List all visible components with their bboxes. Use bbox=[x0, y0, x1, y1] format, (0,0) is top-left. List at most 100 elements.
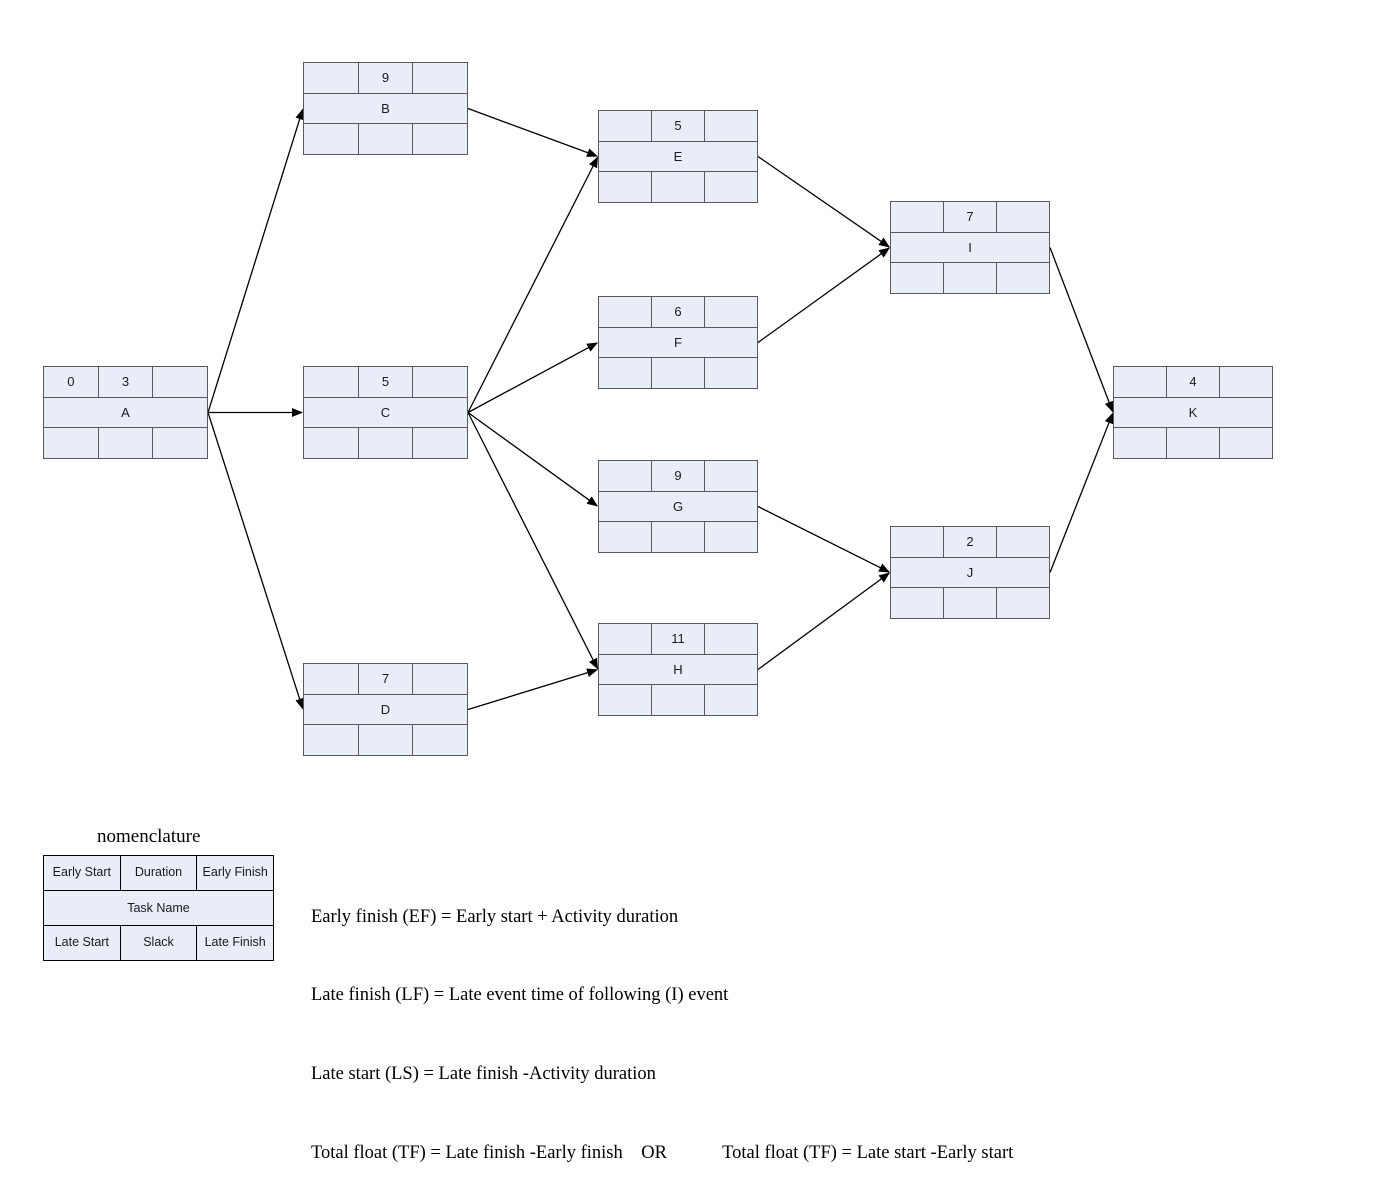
node-row-top: 6 bbox=[599, 297, 757, 328]
edge-g-to-j bbox=[757, 505, 891, 573]
early-start-cell-g bbox=[599, 461, 652, 491]
early-finish-cell-i bbox=[997, 202, 1049, 232]
legend-late-start: Late Start bbox=[44, 926, 121, 960]
late-start-cell-j bbox=[891, 588, 944, 619]
task-name-cell-b: B bbox=[381, 101, 390, 116]
edge-c-to-f bbox=[467, 342, 598, 414]
edge-e-to-i bbox=[757, 155, 891, 248]
node-row-top: 5 bbox=[599, 111, 757, 142]
node-row-top: 5 bbox=[304, 367, 467, 398]
task-name-cell-g: G bbox=[672, 499, 684, 514]
duration-cell-b: 9 bbox=[359, 63, 414, 93]
late-finish-cell-c bbox=[413, 428, 467, 458]
node-row-top: 9 bbox=[304, 63, 467, 94]
late-finish-cell-f bbox=[705, 358, 757, 388]
early-finish-cell-j bbox=[997, 527, 1049, 557]
edge-b-to-e bbox=[467, 107, 598, 157]
duration-cell-e: 5 bbox=[652, 111, 705, 141]
edge-a-to-d bbox=[207, 412, 304, 710]
early-finish-cell-f bbox=[705, 297, 757, 327]
node-row-name: A bbox=[44, 398, 207, 429]
early-finish-cell-c bbox=[413, 367, 467, 397]
late-start-cell-c bbox=[304, 428, 359, 459]
node-row-name: I bbox=[891, 233, 1049, 264]
node-row-bottom bbox=[599, 172, 757, 203]
nomenclature-legend-table: Early Start Duration Early Finish Task N… bbox=[43, 855, 274, 961]
task-name-cell-d: D bbox=[380, 702, 391, 717]
node-row-name: E bbox=[599, 142, 757, 173]
edge-i-to-k bbox=[1049, 247, 1114, 413]
legend-row-top: Early Start Duration Early Finish bbox=[44, 856, 273, 891]
node-row-top: 11 bbox=[599, 624, 757, 655]
node-row-top: 9 bbox=[599, 461, 757, 492]
legend-early-finish: Early Finish bbox=[202, 865, 268, 880]
edge-a-to-b bbox=[207, 108, 305, 413]
edge-f-to-i bbox=[757, 247, 891, 344]
node-row-top: 4 bbox=[1114, 367, 1272, 398]
formula-late-start: Late start (LS) = Late finish -Activity … bbox=[311, 1064, 656, 1085]
slack-cell-b bbox=[359, 124, 414, 155]
late-finish-cell-k bbox=[1220, 428, 1272, 458]
duration-cell-i: 7 bbox=[944, 202, 997, 232]
legend-row-mid: Task Name bbox=[44, 891, 273, 926]
early-finish-cell-k bbox=[1220, 367, 1272, 397]
edge-c-to-g bbox=[467, 411, 598, 507]
late-start-cell-i bbox=[891, 263, 944, 294]
slack-cell-g bbox=[652, 522, 705, 553]
late-finish-cell-b bbox=[413, 124, 467, 154]
late-finish-cell-j bbox=[997, 588, 1049, 618]
formula-early-finish: Early finish (EF) = Early start + Activi… bbox=[311, 906, 679, 927]
node-row-name: D bbox=[304, 695, 467, 726]
early-finish-cell-a bbox=[153, 367, 207, 397]
formula-late-finish: Late finish (LF) = Late event time of fo… bbox=[311, 985, 729, 1006]
node-row-bottom bbox=[44, 428, 207, 459]
task-name-cell-a: A bbox=[121, 405, 130, 420]
late-finish-cell-i bbox=[997, 263, 1049, 293]
slack-cell-i bbox=[944, 263, 997, 294]
node-row-bottom bbox=[304, 124, 467, 155]
duration-cell-f: 6 bbox=[652, 297, 705, 327]
node-row-bottom bbox=[304, 725, 467, 756]
late-start-cell-d bbox=[304, 725, 359, 756]
late-start-cell-h bbox=[599, 685, 652, 716]
early-finish-cell-b bbox=[413, 63, 467, 93]
legend-task-name: Task Name bbox=[127, 901, 190, 915]
early-finish-cell-h bbox=[705, 624, 757, 654]
duration-cell-d: 7 bbox=[359, 664, 414, 694]
node-row-name: B bbox=[304, 94, 467, 125]
edge-j-to-k bbox=[1049, 412, 1114, 573]
formula-total-float: Total float (TF) = Late finish -Early fi… bbox=[311, 1142, 1014, 1163]
duration-cell-a: 3 bbox=[99, 367, 154, 397]
early-finish-cell-g bbox=[705, 461, 757, 491]
legend-late-finish: Late Finish bbox=[204, 935, 266, 950]
early-start-cell-j bbox=[891, 527, 944, 557]
duration-cell-g: 9 bbox=[652, 461, 705, 491]
early-start-cell-a: 0 bbox=[44, 367, 99, 397]
duration-cell-j: 2 bbox=[944, 527, 997, 557]
early-start-cell-c bbox=[304, 367, 359, 397]
node-row-top: 7 bbox=[891, 202, 1049, 233]
task-name-cell-i: I bbox=[968, 240, 972, 255]
early-start-cell-d bbox=[304, 664, 359, 694]
edge-h-to-j bbox=[757, 572, 890, 671]
late-start-cell-f bbox=[599, 358, 652, 389]
legend-duration: Duration bbox=[121, 856, 198, 890]
node-row-top: 2 bbox=[891, 527, 1049, 558]
late-start-cell-a bbox=[44, 428, 99, 459]
early-start-cell-e bbox=[599, 111, 652, 141]
late-finish-cell-g bbox=[705, 522, 757, 552]
slack-cell-c bbox=[359, 428, 414, 459]
